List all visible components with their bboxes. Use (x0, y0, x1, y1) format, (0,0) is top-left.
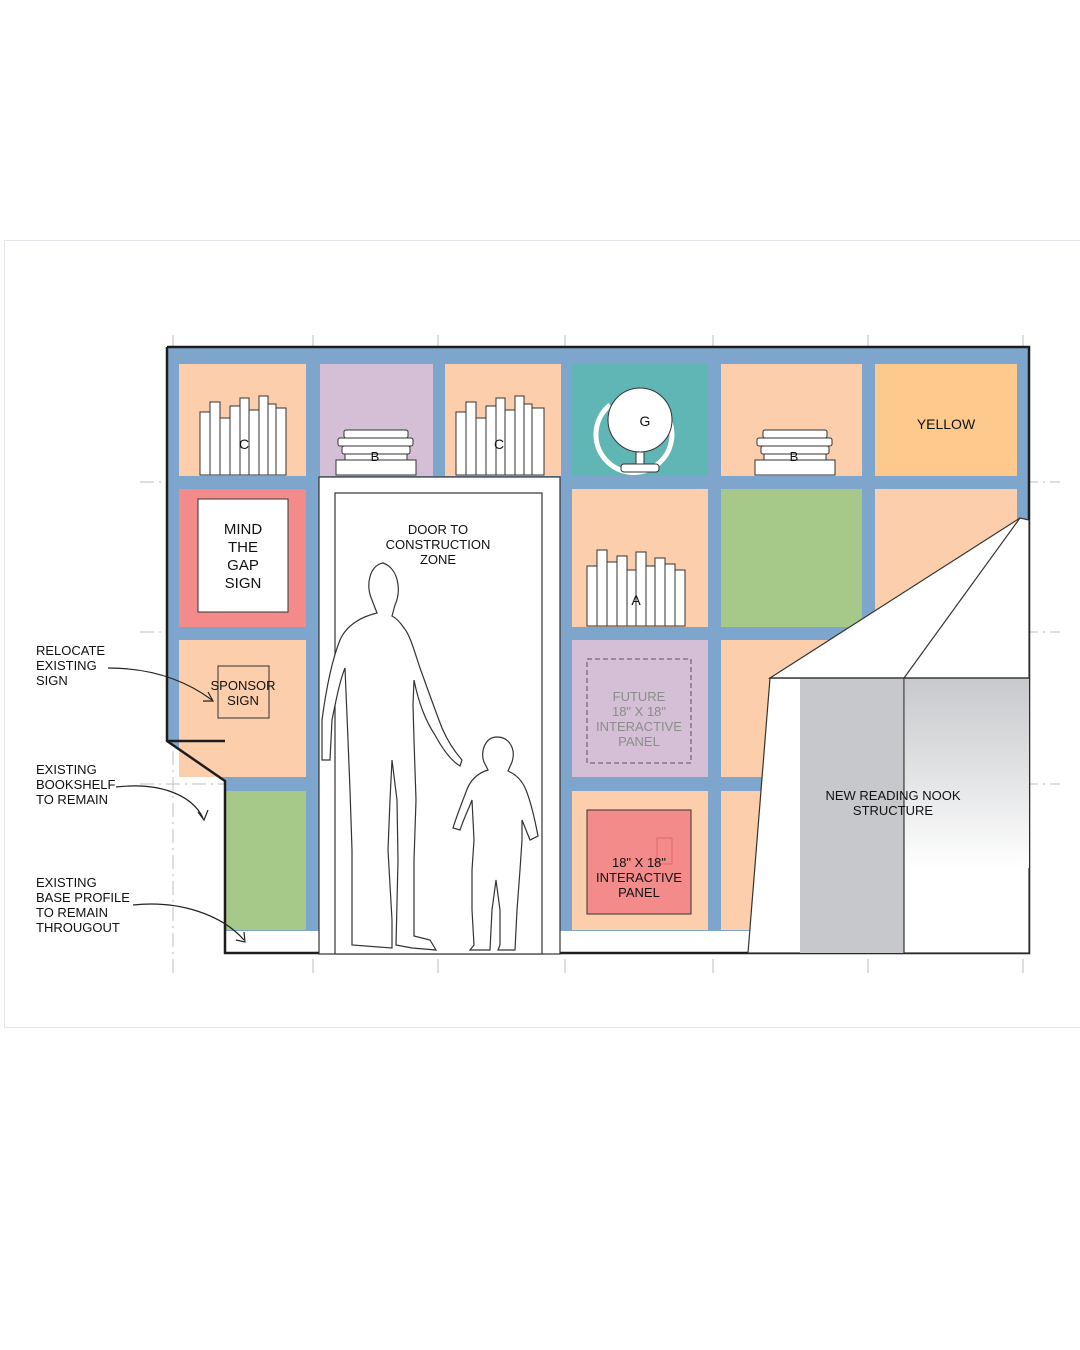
cell-r3c4 (572, 640, 708, 777)
panel-line-3: PANEL (618, 885, 660, 900)
arrowhead-bookshelf-icon (197, 809, 209, 822)
mind-gap-line-2: THE (228, 539, 258, 556)
mind-the-gap-sign (197, 498, 289, 613)
interactive-panel-text: 18" X 18" INTERACTIVE PANEL (596, 855, 682, 900)
bookshelf-line-1: EXISTING (36, 762, 97, 777)
sponsor-text: SPONSOR SIGN (210, 678, 275, 708)
nook-gray-panel (800, 678, 904, 953)
label-a: A (631, 592, 641, 608)
arrow-base (132, 903, 245, 941)
interactive-panel (586, 809, 692, 915)
note-existing-bookshelf: EXISTING BOOKSHELF TO REMAIN (36, 762, 116, 807)
books-c-1 (199, 395, 287, 476)
base-line-4: THROUGOUT (36, 920, 120, 935)
nook-line-1: NEW READING NOOK (825, 788, 960, 803)
panel-line-1: 18" X 18" (612, 855, 666, 870)
bookshelf-line-3: TO REMAIN (36, 792, 108, 807)
note-relocate-sign: RELOCATE EXISTING SIGN (36, 643, 105, 688)
sponsor-line-2: SIGN (227, 693, 259, 708)
base-line-2: BASE PROFILE (36, 890, 130, 905)
mind-gap-line-3: GAP (227, 557, 259, 574)
panel-line-2: INTERACTIVE (596, 870, 682, 885)
future-panel-text: FUTURE 18" X 18" INTERACTIVE PANEL (596, 689, 682, 749)
future-panel-outline (586, 658, 692, 764)
leader-arrows (107, 667, 246, 943)
arrowhead-base-icon (235, 931, 246, 943)
future-line-4: PANEL (618, 734, 660, 749)
mind-gap-line-4: SIGN (225, 575, 262, 592)
future-line-1: FUTURE (613, 689, 666, 704)
nook-roof-ridge (903, 517, 1021, 679)
cell-r1c6 (875, 364, 1017, 476)
panel-marker (656, 837, 673, 865)
label-c-2: C (494, 436, 504, 452)
bookshelf-line-2: BOOKSHELF (36, 777, 116, 792)
cell-r2c5 (721, 489, 862, 627)
door-line-1: DOOR TO (408, 522, 468, 537)
nook-text: NEW READING NOOK STRUCTURE (825, 788, 960, 818)
books-a (586, 549, 686, 627)
reading-nook-structure (747, 517, 1030, 954)
books-b-2 (754, 429, 836, 476)
adult-silhouette-icon (321, 562, 463, 951)
label-c-1: C (239, 436, 249, 452)
relocate-line-1: RELOCATE (36, 643, 105, 658)
child-silhouette-icon (452, 736, 539, 951)
mind-the-gap-text: MIND THE GAP SIGN (224, 521, 262, 592)
label-yellow: YELLOW (917, 416, 976, 432)
globe-icon (593, 387, 675, 475)
cell-r4c1 (225, 791, 306, 930)
mind-gap-line-1: MIND (224, 521, 262, 538)
door-text: DOOR TO CONSTRUCTION ZONE (386, 522, 491, 567)
arrowhead-relocate-icon (203, 691, 215, 702)
door-line-2: CONSTRUCTION (386, 537, 491, 552)
sponsor-sign (217, 665, 270, 719)
label-b-1: B (371, 449, 380, 464)
label-globe: G (640, 413, 651, 429)
label-b-2: B (790, 449, 799, 464)
books-c-2 (455, 395, 545, 476)
nook-gradient-panel (905, 678, 1029, 868)
relocate-line-3: SIGN (36, 673, 68, 688)
arrow-bookshelf (115, 785, 204, 819)
base-line-1: EXISTING (36, 875, 97, 890)
arrow-relocate (107, 667, 213, 701)
base-line-3: TO REMAIN (36, 905, 108, 920)
nook-line-2: STRUCTURE (853, 803, 933, 818)
cell-r3c1 (179, 640, 306, 777)
door-line-3: ZONE (420, 552, 456, 567)
books-b-1 (335, 429, 417, 476)
relocate-line-2: EXISTING (36, 658, 97, 673)
note-base-profile: EXISTING BASE PROFILE TO REMAIN THROUGOU… (36, 875, 130, 935)
future-line-2: 18" X 18" (612, 704, 666, 719)
future-line-3: INTERACTIVE (596, 719, 682, 734)
sponsor-line-1: SPONSOR (210, 678, 275, 693)
